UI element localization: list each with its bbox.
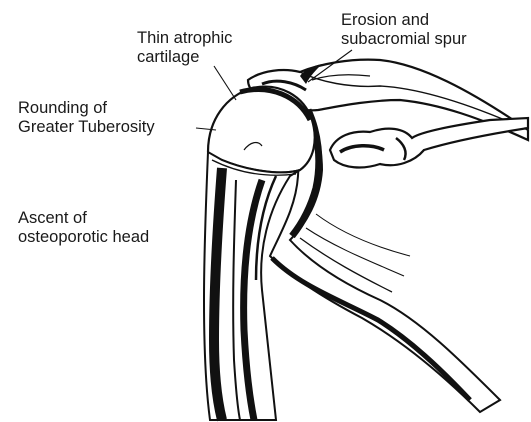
label-erosion-subacromial-spur: Erosion and subacromial spur (341, 11, 467, 49)
label-thin-atrophic-cartilage: Thin atrophic cartilage (137, 29, 232, 67)
label-erosion-line-2: subacromial spur (341, 30, 467, 49)
humeral-head (208, 87, 315, 173)
coracoid-and-clavicle (330, 118, 528, 167)
label-cartilage-line-2: cartilage (137, 48, 232, 67)
leader-cartilage (214, 66, 236, 100)
label-rounding-greater-tuberosity: Rounding of Greater Tuberosity (18, 99, 155, 137)
label-rounding-line-2: Greater Tuberosity (18, 118, 155, 137)
label-ascent-osteoporotic-head: Ascent of osteoporotic head (18, 209, 149, 247)
humeral-shaft (204, 152, 300, 420)
label-erosion-line-1: Erosion and (341, 11, 467, 30)
label-cartilage-line-1: Thin atrophic (137, 29, 232, 48)
label-rounding-line-1: Rounding of (18, 99, 155, 118)
label-ascent-line-2: osteoporotic head (18, 228, 149, 247)
label-ascent-line-1: Ascent of (18, 209, 149, 228)
